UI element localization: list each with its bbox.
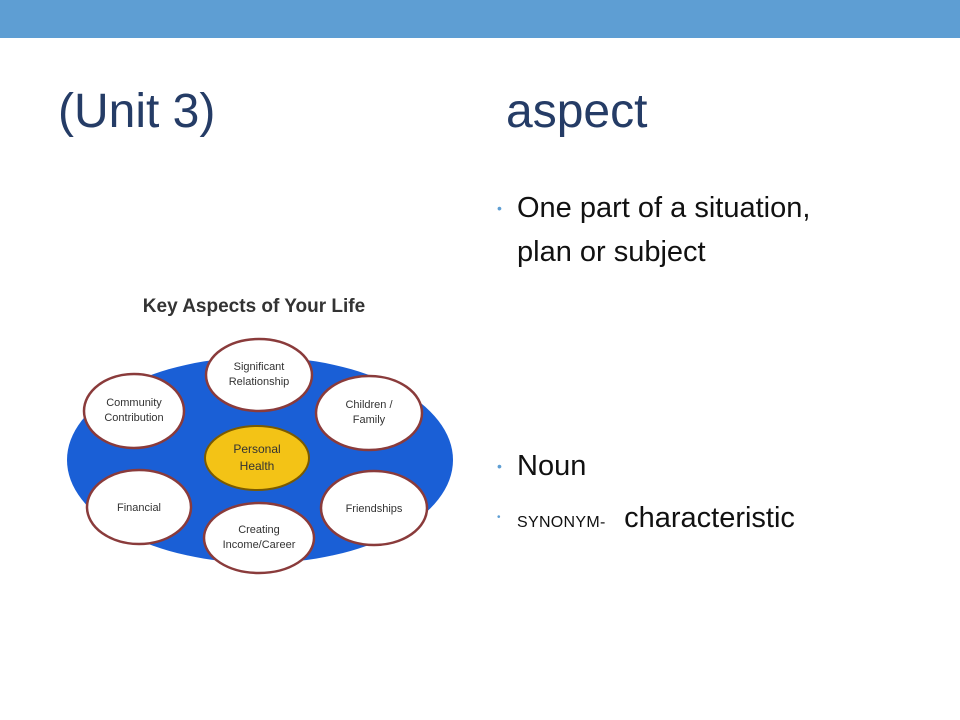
title-word: aspect (506, 85, 648, 138)
node-children-label-1: Children / (345, 399, 393, 411)
node-significant-label-1: Significant (234, 361, 285, 373)
key-aspects-svg: Key Aspects of Your Life Personal Health… (67, 296, 453, 575)
slide-title: (Unit 3) aspect (58, 80, 918, 144)
bullet-dot-icon: • (497, 458, 502, 474)
synonym-label: SYNONYM- (517, 514, 606, 531)
definition-bullet: • One part of a situation, plan or subje… (497, 186, 917, 274)
title-unit: (Unit 3) (58, 85, 216, 138)
diagram-title: Key Aspects of Your Life (143, 296, 365, 317)
node-creating-label-1: Creating (238, 524, 280, 536)
node-financial-label: Financial (117, 502, 161, 514)
node-financial (85, 468, 193, 546)
node-creating-label-2: Income/Career (223, 539, 296, 551)
node-friendships-label: Friendships (346, 503, 403, 515)
center-label-1: Personal (233, 442, 280, 456)
bullet-dot-icon: • (497, 512, 501, 523)
node-community (82, 372, 186, 450)
node-community-label-2: Contribution (104, 412, 163, 424)
definition-line-2: plan or subject (517, 236, 706, 268)
bullet-dot-icon: • (497, 200, 502, 216)
part-of-speech-bullet: • Noun (497, 444, 917, 488)
node-creating (202, 501, 316, 575)
part-of-speech: Noun (517, 450, 587, 482)
synonym-bullet: • SYNONYM- characteristic (497, 498, 917, 543)
definition-panel: • One part of a situation, plan or subje… (497, 186, 917, 586)
synonym-word: characteristic (624, 502, 795, 534)
center-label-2: Health (240, 459, 275, 473)
node-significant-label-2: Relationship (229, 376, 290, 388)
top-accent-bar (0, 0, 960, 38)
node-children (314, 374, 424, 452)
node-community-label-1: Community (106, 397, 162, 409)
node-children-label-2: Family (353, 414, 386, 426)
node-significant (204, 337, 314, 413)
node-friendships (319, 469, 429, 547)
definition-line-1: One part of a situation, (517, 192, 811, 224)
center-node (204, 425, 310, 491)
key-aspects-diagram: Key Aspects of Your Life Personal Health… (54, 268, 466, 580)
